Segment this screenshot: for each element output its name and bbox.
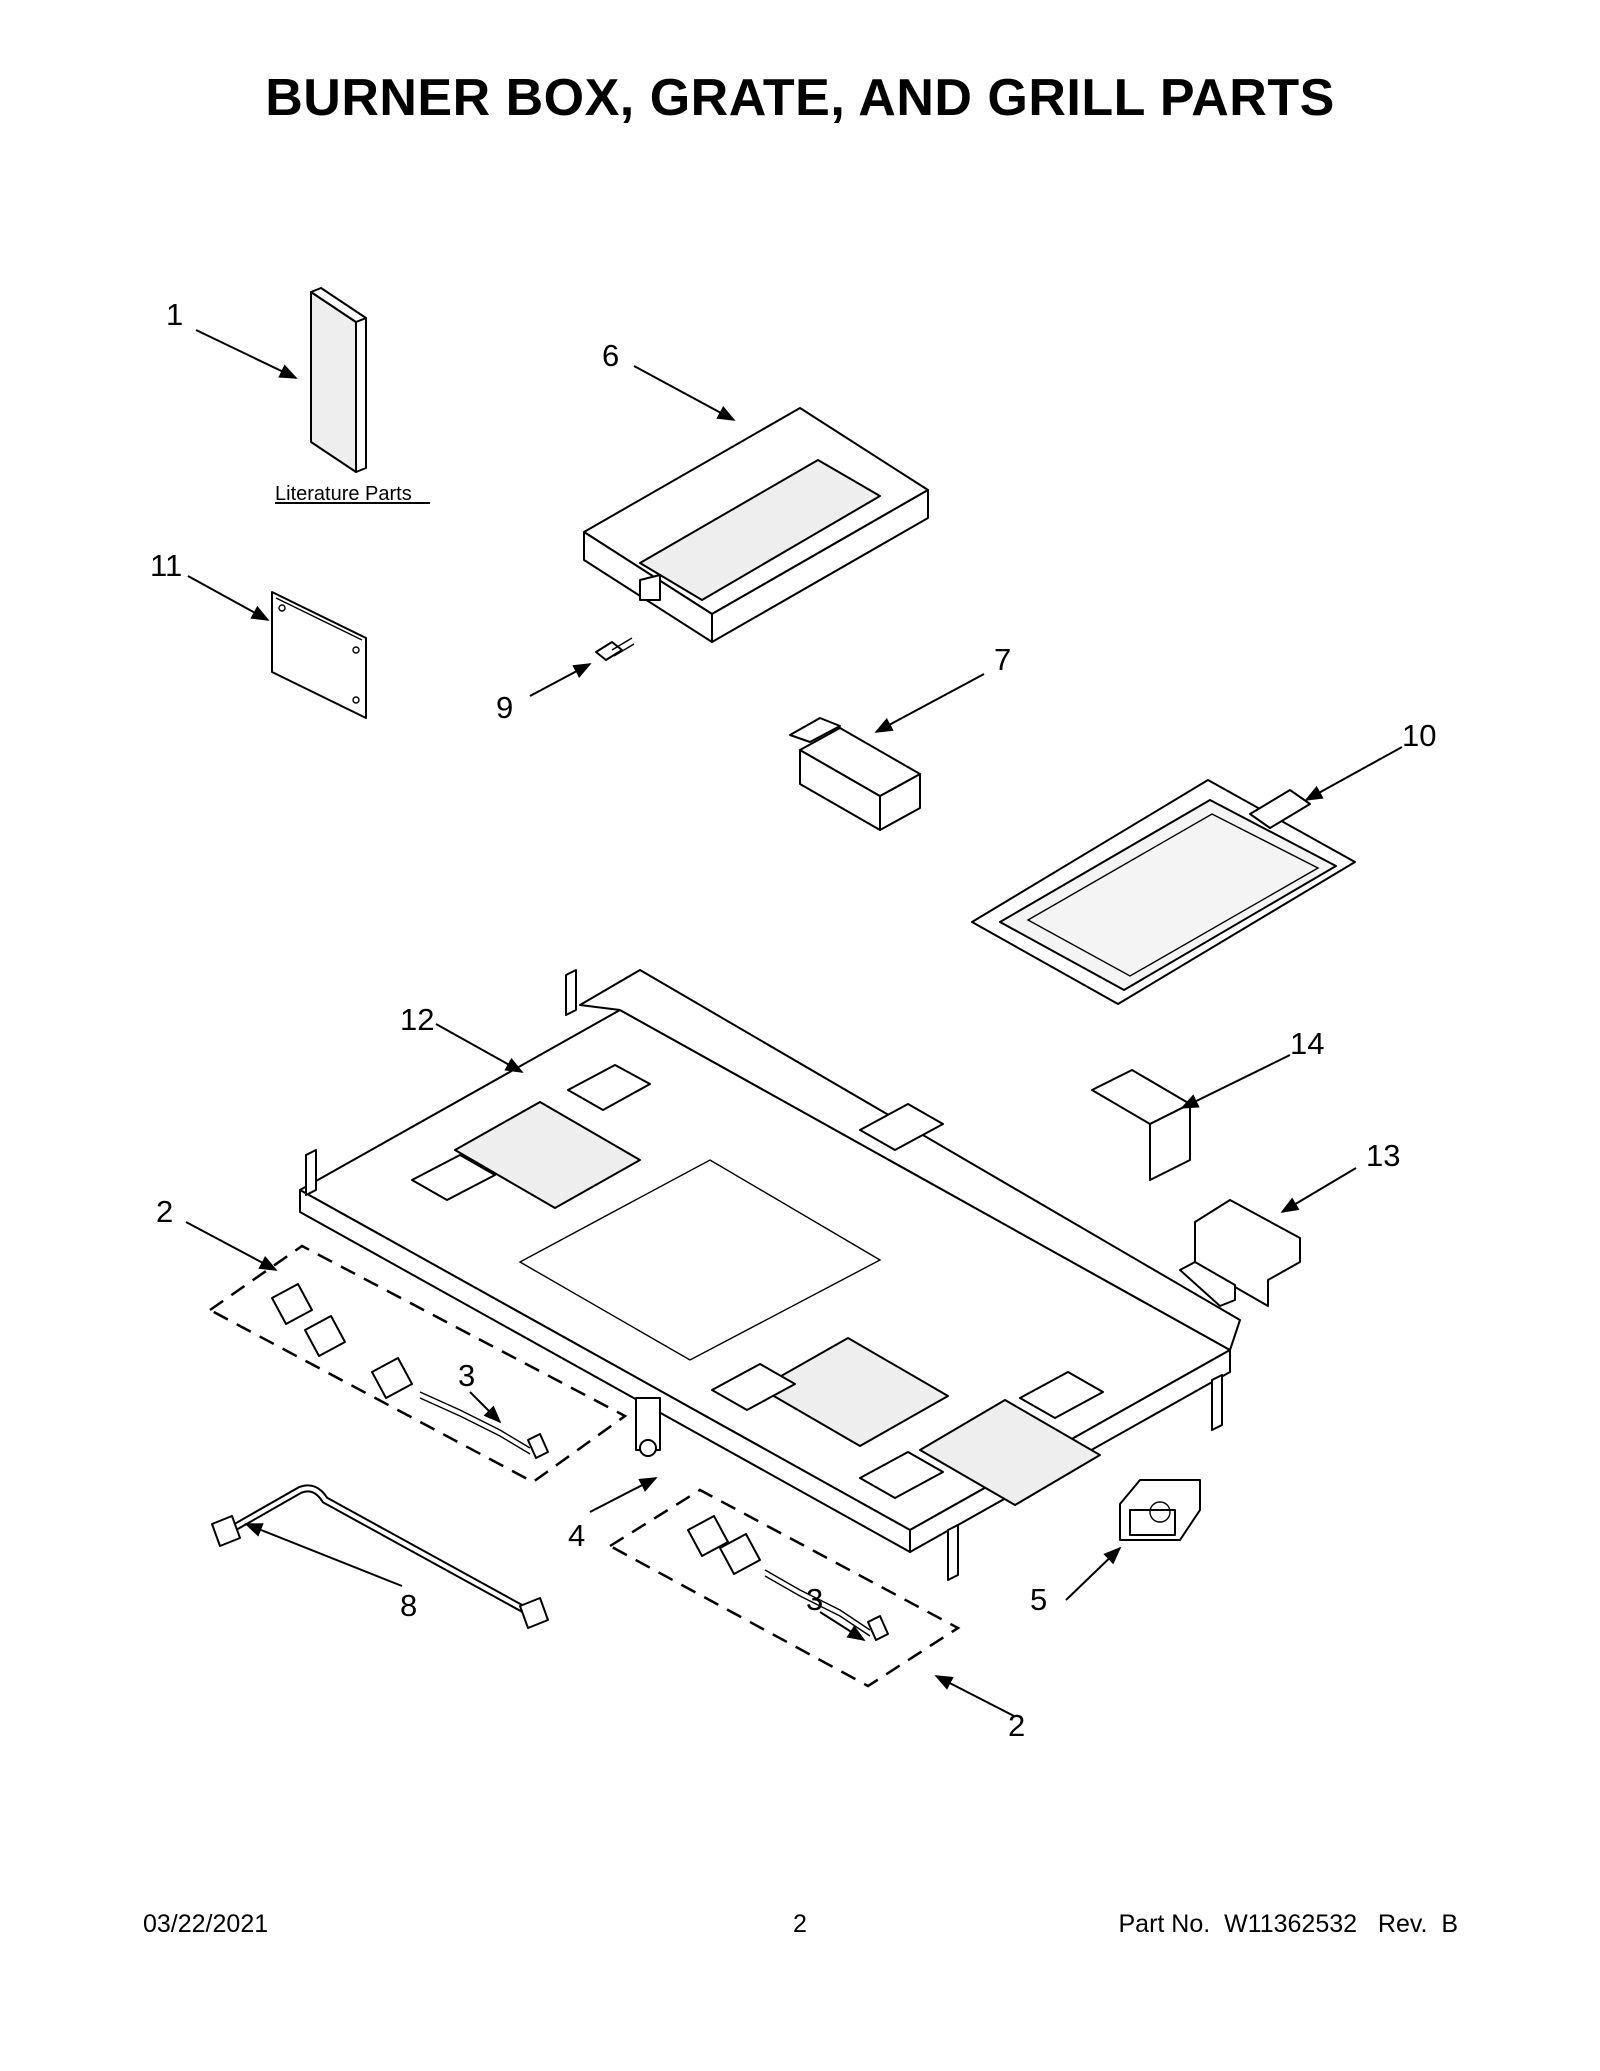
callout-12: 12 xyxy=(400,1002,434,1037)
callout-4: 4 xyxy=(568,1518,585,1553)
callout-2-left: 2 xyxy=(156,1194,173,1229)
callout-1: 1 xyxy=(166,297,183,332)
callout-10: 10 xyxy=(1402,718,1436,753)
callout-3-right: 3 xyxy=(806,1582,823,1617)
callout-3-left: 3 xyxy=(458,1358,475,1393)
footer-page-number: 2 xyxy=(793,1910,807,1938)
part-7-bracket xyxy=(789,717,921,831)
callout-5: 5 xyxy=(1030,1582,1047,1617)
callout-11: 11 xyxy=(150,548,182,583)
part-6-tray xyxy=(583,407,929,643)
callout-9: 9 xyxy=(496,690,513,725)
part-11-panel xyxy=(271,591,367,719)
footer-part-number: Part No. W11362532 Rev. B xyxy=(1118,1910,1458,1938)
callout-13: 13 xyxy=(1366,1138,1400,1173)
leader-lines xyxy=(185,329,1403,1717)
callout-2-right: 2 xyxy=(1008,1708,1025,1743)
footer-date: 03/22/2021 xyxy=(143,1910,269,1938)
part-2-valve-group-left xyxy=(207,1244,628,1484)
part-12-burner-box xyxy=(299,969,1241,1581)
literature-parts-label: Literature Parts xyxy=(275,483,412,505)
callout-14: 14 xyxy=(1290,1026,1324,1061)
part-5-regulator xyxy=(1119,1479,1201,1541)
right-valves xyxy=(687,1515,889,1641)
part-8-gas-tube xyxy=(211,1484,549,1629)
callout-6: 6 xyxy=(602,338,619,373)
part-9-screw xyxy=(595,637,635,661)
literature-parts-drawing xyxy=(310,287,367,473)
page-title: BURNER BOX, GRATE, AND GRILL PARTS xyxy=(265,69,1335,127)
part-14-bracket xyxy=(1091,1069,1191,1181)
part-13-shield xyxy=(1179,1199,1301,1307)
part-10-griddle xyxy=(971,779,1356,1005)
part-2-valve-group-right xyxy=(607,1488,961,1688)
callout-7: 7 xyxy=(994,642,1011,677)
left-valves xyxy=(271,1283,549,1459)
callout-8: 8 xyxy=(400,1588,417,1623)
